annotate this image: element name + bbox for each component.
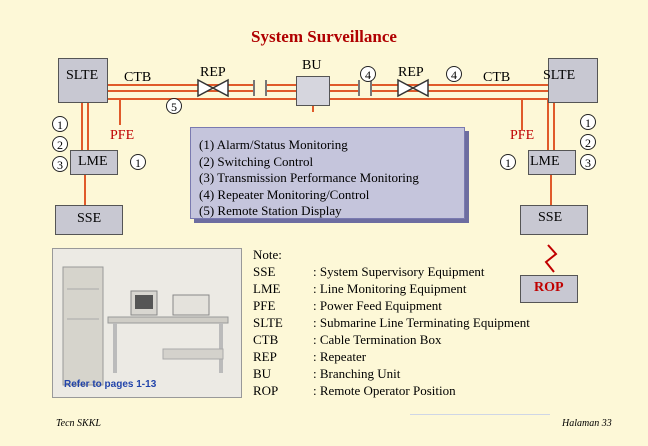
lme-right-box (528, 150, 576, 175)
footer-left: Tecn SKKL (56, 418, 101, 429)
function-item-5: (5) Remote Station Display (199, 203, 342, 218)
num-circle-1-right: 1 (580, 114, 596, 130)
repeater-left-icon (197, 78, 215, 98)
num-circle-4-right: 4 (446, 66, 462, 82)
pfe-right-label: PFE (510, 128, 535, 143)
photo-caption: Refer to pages 1-13 (64, 379, 157, 390)
function-item-2: (2) Switching Control (199, 153, 314, 169)
num-circle-2-left: 2 (52, 136, 68, 152)
note-row: PFE: Power Feed Equipment (253, 298, 442, 313)
ctb-left-label: CTB (124, 70, 152, 85)
bu-label: BU (302, 58, 322, 73)
cable-break-left (253, 80, 267, 96)
sse-left-box (55, 205, 123, 235)
sse-right-box (520, 205, 588, 235)
radio-link-icon (544, 244, 558, 273)
num-circle-2-right: 2 (580, 134, 596, 150)
slte-left-box (58, 58, 108, 103)
cable-break-right (358, 80, 372, 96)
num-circle-4-left: 4 (360, 66, 376, 82)
note-row: SLTE: Submarine Line Terminating Equipme… (253, 315, 530, 330)
bu-box (296, 76, 330, 106)
repeater-right-icon (397, 78, 415, 98)
legend-note: Note: SSE: System Supervisory Equipment … (253, 246, 530, 399)
footer-right: Halaman 33 (562, 418, 612, 429)
note-heading: Note: (253, 247, 282, 262)
num-circle-1-lme-left: 1 (130, 154, 146, 170)
note-row: ROP: Remote Operator Position (253, 383, 456, 398)
note-row: REP: Repeater (253, 349, 367, 364)
num-circle-3-right: 3 (580, 154, 596, 170)
rop-box (520, 275, 578, 303)
sse-left-label: SSE (77, 211, 102, 226)
functions-box: (1) Alarm/Status Monitoring (2) Switchin… (190, 127, 465, 219)
function-item-1: (1) Alarm/Status Monitoring (199, 137, 348, 152)
rop-label: ROP (534, 280, 564, 295)
workstation-illustration (53, 249, 241, 397)
slte-right-box (548, 58, 598, 103)
function-item-3: (3) Transmission Performance Monitoring (199, 170, 419, 185)
note-row: LME: Line Monitoring Equipment (253, 281, 467, 296)
ctb-right-label: CTB (483, 70, 511, 85)
footer-divider (410, 414, 550, 415)
pfe-left (112, 125, 140, 147)
num-circle-1-lme-right: 1 (500, 154, 516, 170)
equipment-photo (52, 248, 242, 398)
num-circle-3-left: 3 (52, 156, 68, 172)
num-circle-5: 5 (166, 98, 182, 114)
slte-right-label: SLTE (543, 68, 576, 83)
lme-left-box (70, 150, 118, 175)
note-row: SSE: System Supervisory Equipment (253, 264, 485, 279)
rep-left-label: REP (200, 65, 226, 80)
note-row: BU: Branching Unit (253, 366, 401, 381)
sse-right-label: SSE (538, 210, 563, 225)
num-circle-1-left: 1 (52, 116, 68, 132)
slte-left-label: SLTE (66, 68, 99, 83)
lme-left-label: LME (78, 154, 108, 169)
page-title: System Surveillance (251, 27, 397, 46)
pfe-left-label: PFE (110, 128, 135, 143)
lme-right-label: LME (530, 154, 560, 169)
function-item-4: (4) Repeater Monitoring/Control (199, 186, 370, 202)
rep-right-label: REP (398, 65, 424, 80)
note-row: CTB: Cable Termination Box (253, 332, 442, 347)
